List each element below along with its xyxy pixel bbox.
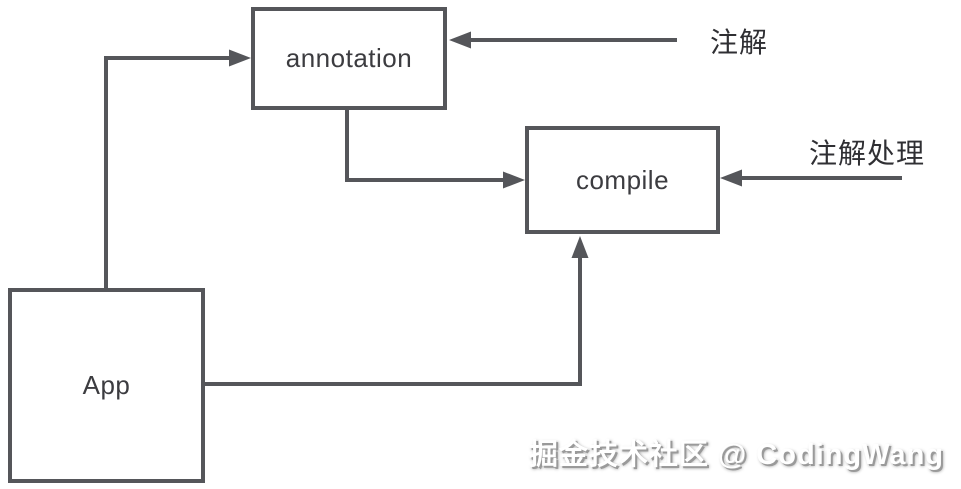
label-zhujie-chuli: 注解处理 [809, 138, 926, 169]
node-app-label: App [82, 370, 131, 400]
arrowhead-zhujie-chuli-to-compile [720, 169, 742, 187]
edge-app-to-compile [203, 257, 582, 386]
node-compile: compile [525, 126, 720, 234]
arrowhead-zhujie-to-annotation [449, 31, 471, 49]
watermark: 掘金技术社区 @ CodingWang [528, 439, 944, 471]
edge-annotation-to-compile [345, 108, 505, 182]
edge-app-to-annotation [104, 56, 231, 290]
node-app: App [8, 288, 205, 483]
label-zhujie: 注解 [710, 27, 769, 58]
node-compile-label: compile [575, 164, 670, 195]
node-annotation-label: annotation [285, 43, 413, 73]
arrowhead-app-to-compile [571, 236, 589, 258]
node-annotation: annotation [251, 7, 447, 110]
arrowhead-annotation-to-compile [503, 171, 525, 189]
arrowhead-app-to-annotation [229, 49, 251, 67]
